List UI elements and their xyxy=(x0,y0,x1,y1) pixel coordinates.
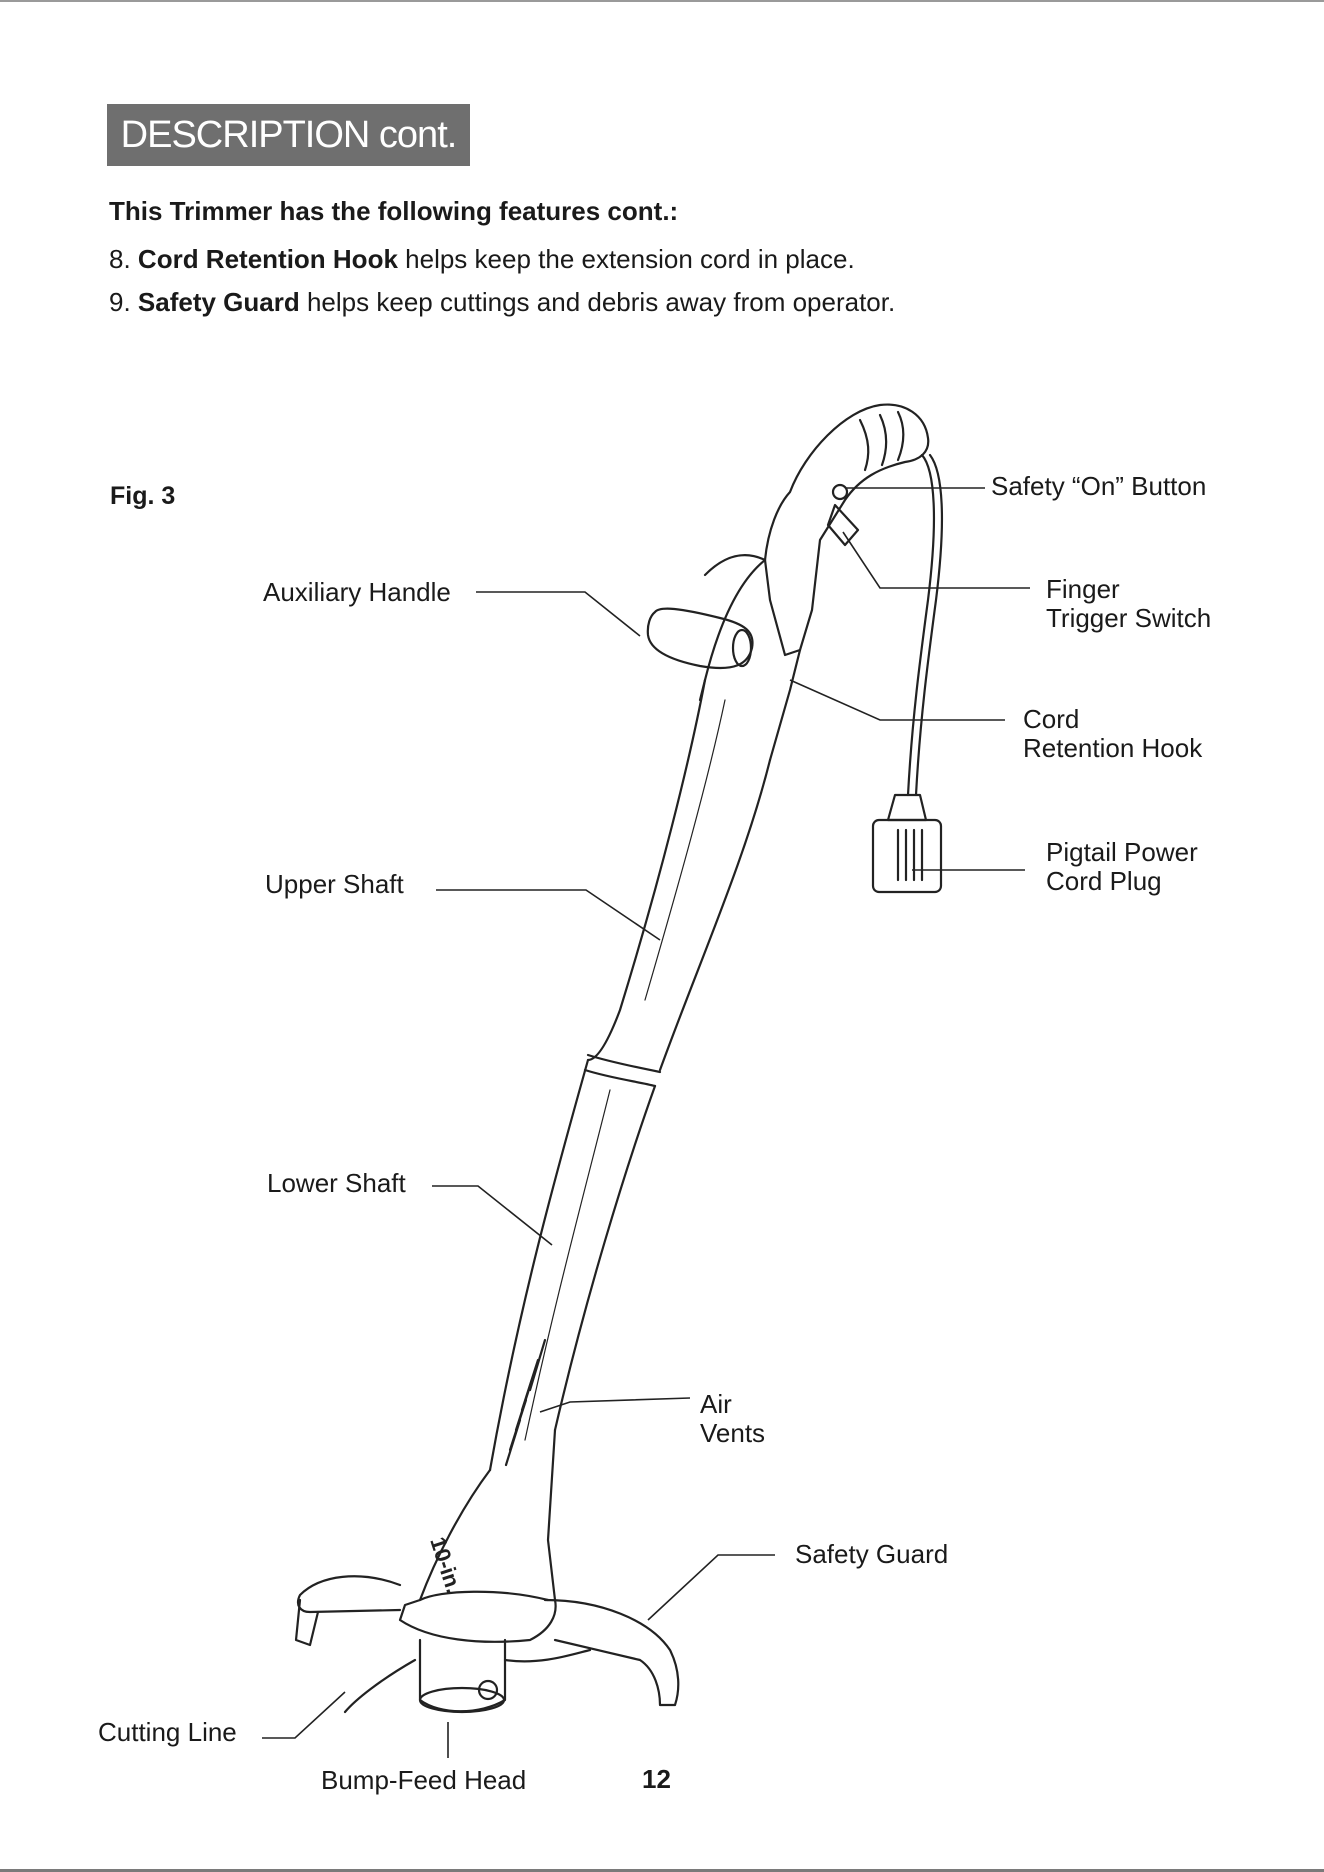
feature-number: 9. xyxy=(109,287,131,317)
lower-shaft xyxy=(488,1058,590,1472)
feature-term: Cord Retention Hook xyxy=(137,244,398,274)
cutting-line xyxy=(343,1658,417,1714)
bump-feed-head xyxy=(418,1638,507,1713)
figure-label: Fig. 3 xyxy=(110,482,176,510)
section-banner: DESCRIPTION cont. xyxy=(107,104,470,166)
feature-desc: helps keep the extension cord in place. xyxy=(397,244,855,274)
feature-desc: helps keep cuttings and debris away from… xyxy=(299,287,896,317)
callout-upper-shaft: Upper Shaft xyxy=(265,869,404,899)
top-rule xyxy=(0,0,1324,2)
motor-housing xyxy=(398,1428,557,1643)
air-vents-icon xyxy=(504,1338,547,1467)
features-intro: This Trimmer has the following features … xyxy=(109,196,679,226)
feature-term: Safety Guard xyxy=(137,287,300,317)
callout-safety-guard: Safety Guard xyxy=(795,1539,949,1569)
upper-shaft xyxy=(586,678,707,1062)
feature-number: 8. xyxy=(109,244,131,274)
callout-auxiliary-handle: Auxiliary Handle xyxy=(263,577,451,607)
callout-cord-retention-hook: Cord Retention Hook xyxy=(1023,704,1203,763)
callout-safety-on-button: Safety “On” Button xyxy=(991,471,1207,501)
callout-cutting-line: Cutting Line xyxy=(98,1717,237,1747)
feature-item: 9. Safety Guard helps keep cuttings and … xyxy=(109,287,895,318)
callout-air-vents: Air Vents xyxy=(700,1389,766,1448)
safety-on-button xyxy=(831,483,849,501)
feature-item: 8. Cord Retention Hook helps keep the ex… xyxy=(109,244,855,275)
callout-finger-trigger-switch: Finger Trigger Switch xyxy=(1046,574,1212,633)
power-cord xyxy=(906,453,936,797)
safety-guard xyxy=(296,1575,402,1614)
callout-lower-shaft: Lower Shaft xyxy=(267,1168,406,1198)
finger-trigger-switch xyxy=(826,503,860,547)
callout-bump-feed-head: Bump-Feed Head xyxy=(321,1765,527,1795)
auxiliary-handle xyxy=(646,607,754,670)
bottom-rule xyxy=(0,1869,1324,1872)
callout-pigtail-power-cord-plug: Pigtail Power Cord Plug xyxy=(1046,837,1198,896)
housing-marking: 10-in. xyxy=(425,1534,467,1596)
page-number: 12 xyxy=(642,1764,671,1794)
